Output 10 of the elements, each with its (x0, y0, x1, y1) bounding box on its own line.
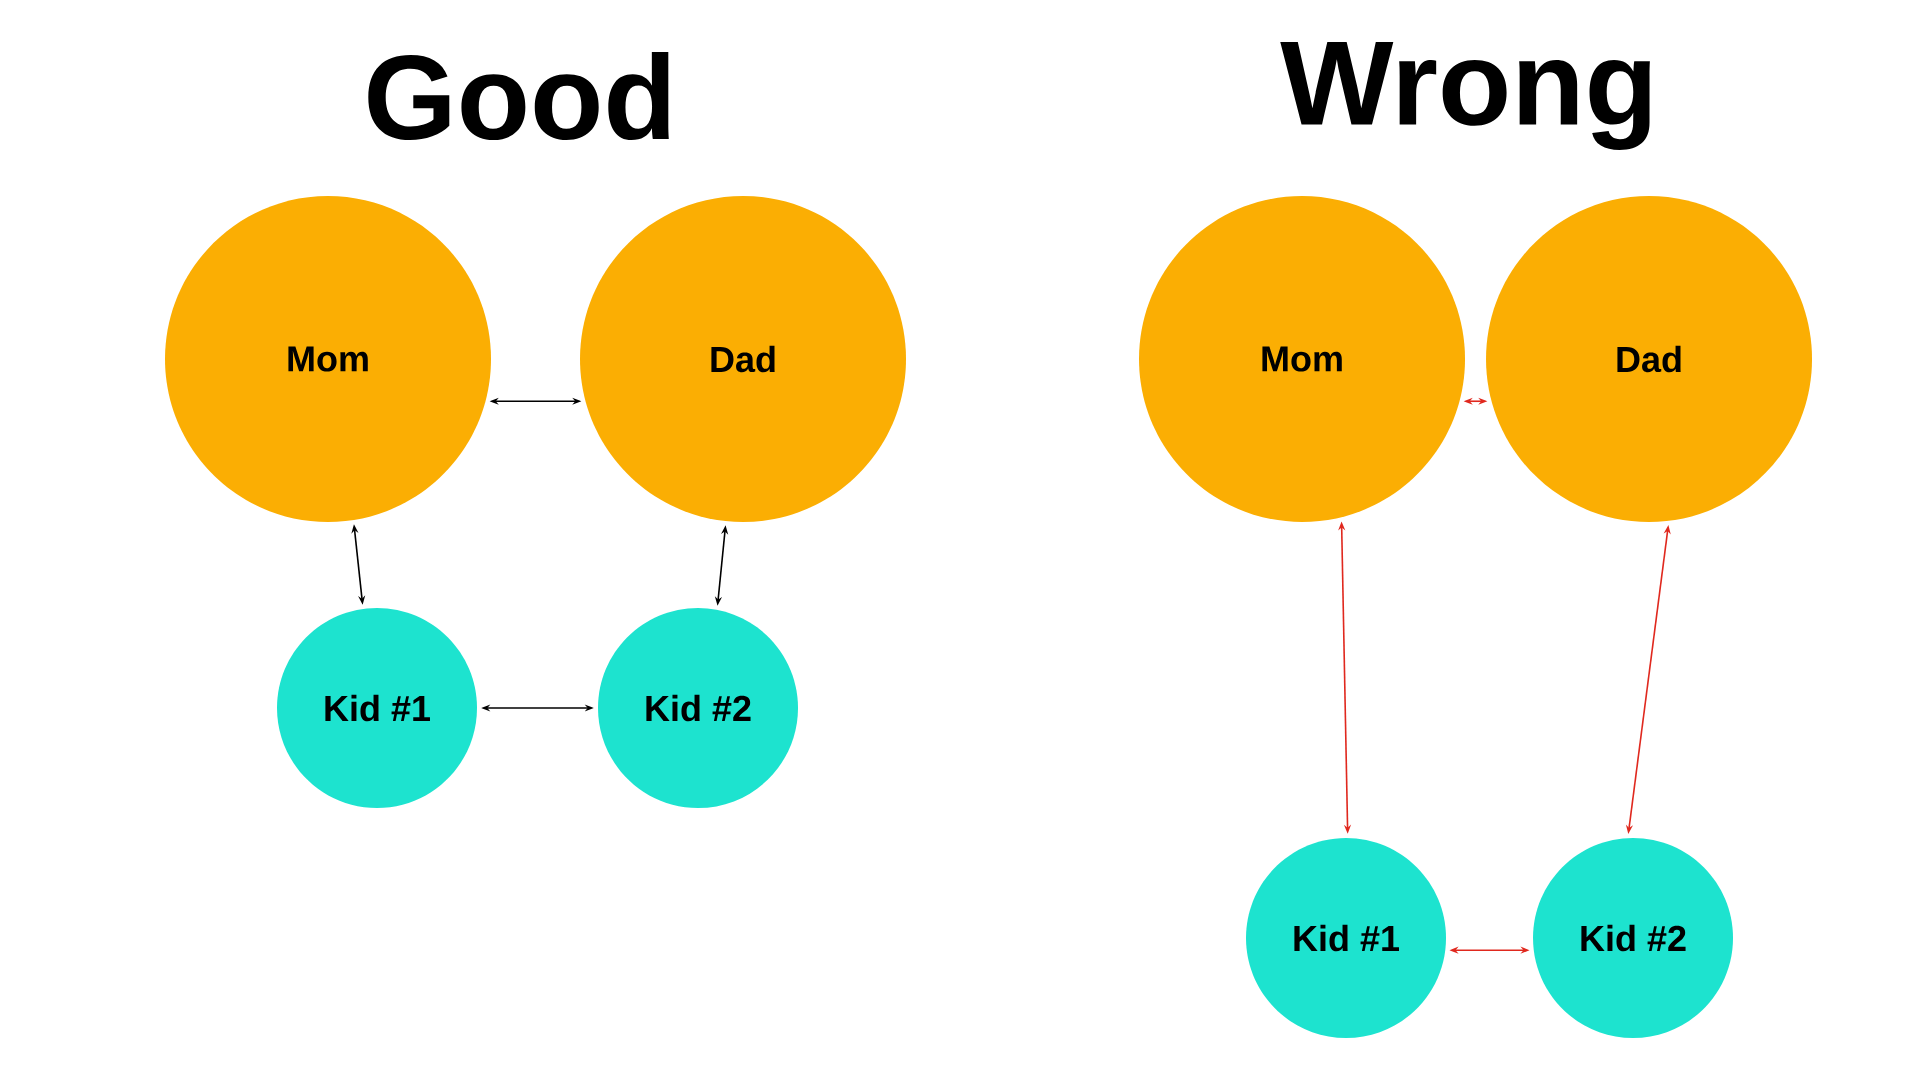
circle-node: Kid #1 (1246, 838, 1446, 1038)
circle-node: Mom (1139, 196, 1465, 522)
heading: Good (368, 51, 669, 141)
circle-node: Kid #1 (277, 608, 477, 808)
circle-node: Dad (1486, 196, 1812, 522)
circle-node: Kid #2 (598, 608, 798, 808)
circle-node: Dad (580, 196, 906, 522)
circle-node: Kid #2 (1533, 838, 1733, 1038)
circle-node: Mom (165, 196, 491, 522)
heading: Wrong (1280, 42, 1650, 150)
